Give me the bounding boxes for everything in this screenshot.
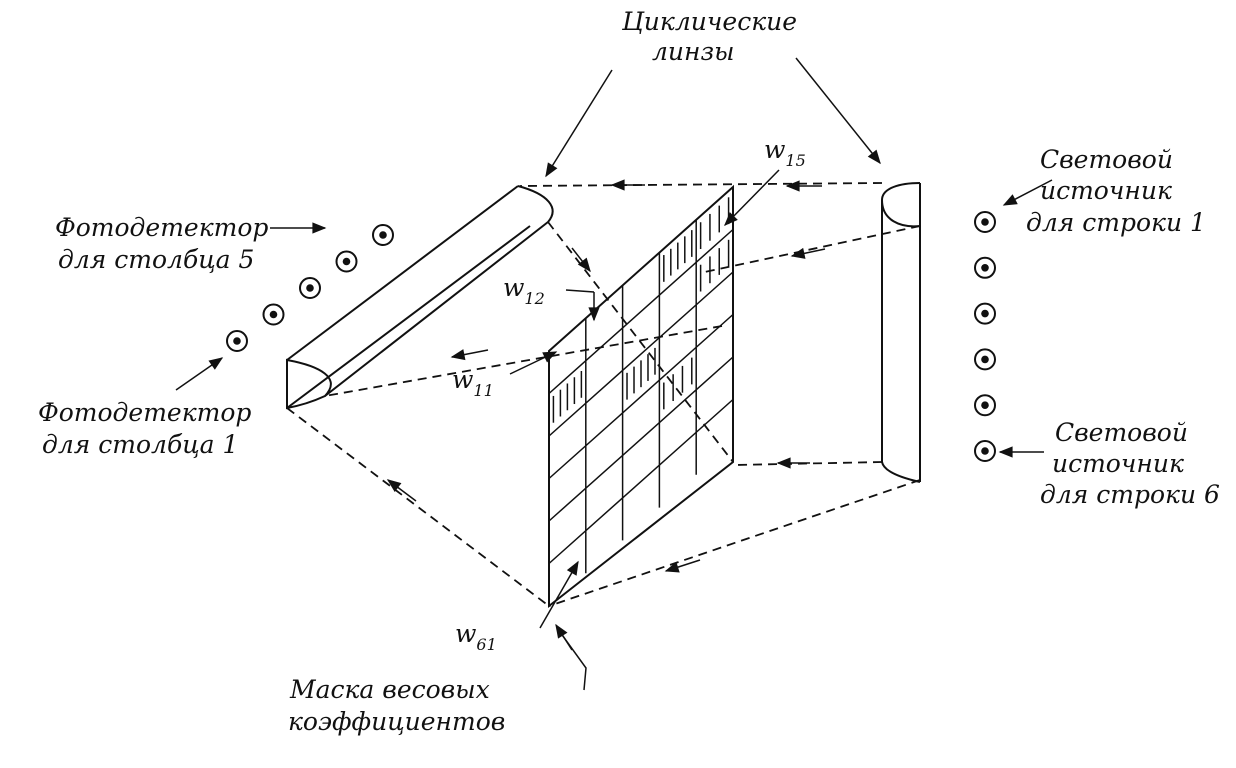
right-cylindrical-lens bbox=[881, 182, 921, 483]
photodetector-col1-label-line2: для столбца 1 bbox=[42, 430, 238, 459]
mask-label-line1: Маска весовых bbox=[289, 675, 490, 704]
photodetector-col5-label-line1: Фотодетектор bbox=[55, 213, 268, 242]
mask-label-line2: коэффициентов bbox=[288, 707, 505, 736]
light-source bbox=[974, 394, 996, 417]
mask-row-line bbox=[548, 271, 734, 437]
mask-row-line bbox=[548, 228, 734, 395]
cyclic-lenses-label-line1: Циклические bbox=[621, 7, 797, 36]
weight-w12-label: w12 bbox=[503, 273, 545, 308]
weight-mask bbox=[548, 184, 734, 609]
weight-w11-label: w11 bbox=[452, 365, 494, 400]
light-source bbox=[974, 440, 996, 462]
pointer-arrows bbox=[175, 57, 1053, 691]
photodetector bbox=[372, 224, 394, 246]
mask-row-line bbox=[548, 313, 734, 480]
light-source bbox=[974, 211, 996, 233]
left-cylindrical-lens bbox=[286, 185, 554, 410]
photodetector bbox=[226, 330, 248, 352]
mask-row-line bbox=[548, 356, 734, 522]
photodetector bbox=[335, 250, 358, 273]
photodetectors bbox=[226, 224, 394, 352]
source-row1-label-line2: источник bbox=[1040, 176, 1172, 205]
light-sources bbox=[974, 211, 996, 462]
photodetector bbox=[262, 303, 285, 326]
photodetector-col1-label-line1: Фотодетектор bbox=[38, 398, 251, 427]
mask-row-line bbox=[548, 398, 734, 565]
light-source bbox=[974, 256, 996, 279]
source-row1-label-line3: для строки 1 bbox=[1026, 208, 1206, 237]
weight-w61-label: w61 bbox=[455, 619, 497, 654]
light-source bbox=[974, 302, 996, 325]
light-source bbox=[974, 348, 996, 371]
photodetector bbox=[299, 277, 321, 299]
source-row6-label-line3: для строки 6 bbox=[1040, 480, 1220, 509]
source-row1-label-line1: Световой bbox=[1040, 145, 1173, 174]
light-rays bbox=[286, 179, 921, 607]
source-row6-label-line1: Световой bbox=[1055, 418, 1188, 447]
source-row6-label-line2: источник bbox=[1052, 449, 1184, 478]
mask-hatching bbox=[552, 197, 730, 423]
weight-w15-label: w15 bbox=[764, 135, 806, 170]
photodetector-col5-label-line2: для столбца 5 bbox=[58, 245, 254, 274]
cyclic-lenses-label-line2: линзы bbox=[652, 37, 734, 66]
